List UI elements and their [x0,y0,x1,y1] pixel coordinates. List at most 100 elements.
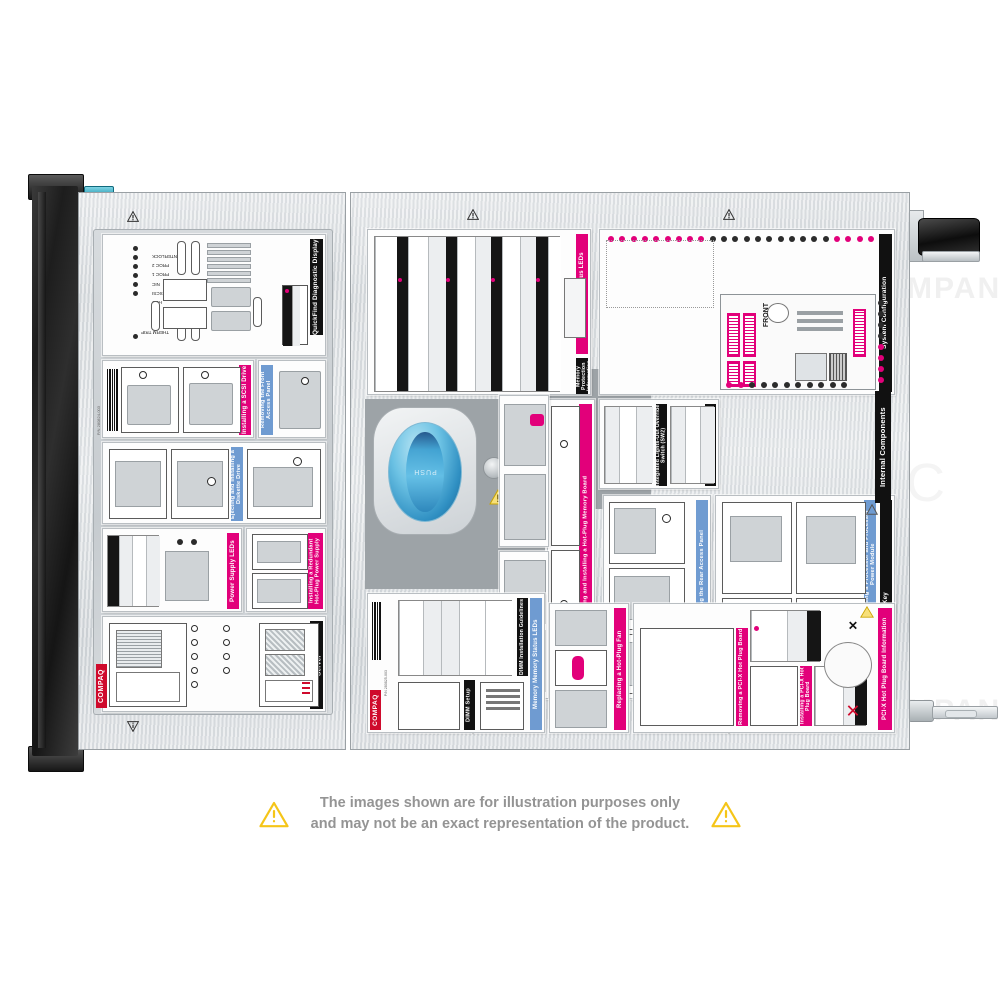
callout-marker [788,236,795,242]
callout-marker [783,382,790,388]
callout-marker [653,236,660,242]
led-dot [133,246,138,251]
callout-marker [811,236,818,242]
callout-marker [191,625,198,632]
callout-marker [191,653,198,660]
processor-icon [806,516,856,564]
status-mini-table [282,285,308,346]
sheet-memory-board-status-leds[interactable]: Memory Board Status LEDs Advanced Memory… [367,229,591,395]
callout-marker [777,236,784,242]
callout-marker [878,366,884,372]
step-marker [139,371,147,379]
disclaimer-line-1: The images shown are for illustration pu… [319,794,681,811]
illustration [750,666,798,726]
dimm-slot-icon [207,243,251,248]
callout-marker [878,377,884,383]
callout-marker [191,639,198,646]
callout-marker [223,667,230,674]
warning-triangle-icon [467,209,479,220]
processor-icon [730,516,782,562]
front-access-panel[interactable]: QuickFind Diagnostic Display HDDSCSINICP… [78,192,346,750]
disclaimer-caption: The images shown are for illustration pu… [0,786,1000,842]
heatsink-icon [829,353,847,381]
switch-table [604,406,653,484]
dimm-slot-icon [207,257,251,262]
barcode-icon [372,602,381,660]
callout-marker [619,236,626,242]
part-number: P/N 280825-003 [384,670,388,697]
dimm-setup-notes [398,682,460,730]
dimm-slot-icon [727,361,740,387]
sheet-power-supply-leds[interactable]: Power Supply LEDs [102,528,242,612]
callout-marker [743,236,750,242]
disclaimer-text: The images shown are for illustration pu… [311,793,690,835]
callout-marker [806,382,813,388]
sheet-replacing-a-hot-plug-fan[interactable]: Replacing a Hot-Plug Fan [549,603,629,733]
handle-grip [406,431,444,513]
fan-slot-icon [191,241,200,275]
illustration [551,406,580,546]
sheet-ejecting-and-installing-a-diskette-drive[interactable]: Ejecting and Installing a Diskette Drive [102,442,326,524]
callout-marker [223,653,230,660]
banner-ejecting-and-installing-a-diskette-drive: Ejecting and Installing a Diskette Drive [231,447,243,521]
sheet-removing-the-front-access-panel[interactable]: Removing the Front Access Panel [258,360,326,438]
hand-marker [572,656,584,680]
step-marker [207,477,216,486]
sheet-pci-x-hot-plug-board[interactable]: PCI-X Hot Plug Board Information Removin… [633,603,895,733]
front-label: FRONT [763,303,770,328]
callout-marker [726,382,732,388]
step-marker [560,440,568,448]
sheet-exterior-views-of-the-server[interactable]: Exterior Views of the Server [102,616,326,712]
memory-board-icon [564,278,586,338]
callout-marker [191,681,198,688]
warning-triangle-icon [860,606,874,618]
rear-access-panel[interactable]: PUSH Memory Board Status LEDs Advanced M… [350,192,910,750]
handle-oval[interactable]: PUSH [388,422,462,522]
callout-marker [630,236,637,242]
panel-release-handle[interactable]: PUSH [373,407,477,535]
chassis-icon [115,461,161,507]
callout-marker [737,382,744,388]
callout-marker [754,236,761,242]
sheet-installing-a-scsi-drive[interactable]: Installing a SCSI Drive [102,360,254,438]
sheet-memory-board-illustration-a[interactable] [499,395,549,547]
banner-pci-x-hot-plug-board-information: PCI-X Hot Plug Board Information [878,608,892,730]
callout-marker [664,236,671,242]
memory-led-table [374,236,561,392]
memory-board-icon [163,307,207,329]
illustration [640,628,734,726]
led-dot [133,273,138,278]
step-marker [293,457,302,466]
banner-integrated-lights-out-override-switch-sw2: Integrated Lights-Out Override Switch (S… [656,404,667,486]
callout-marker [709,236,716,242]
hand-marker [530,414,544,426]
step-marker [301,377,309,385]
callout-marker [675,236,682,242]
left-label-frame: QuickFind Diagnostic Display HDDSCSINICP… [93,229,333,715]
sheet-system-configuration[interactable]: System Configuration FRONT [599,229,895,395]
callout-marker [845,236,852,242]
server-rear-view-icon [259,623,319,707]
callout-marker [878,333,884,339]
callout-marker [772,382,778,388]
led-dot [133,282,138,287]
sheet-configuration-maintenance-switch[interactable]: Configuration Maintenance Switch (SW1) I… [599,399,719,489]
mounting-arm [932,706,998,719]
system-board-diagram: FRONT [720,294,876,390]
led-dot-active [491,278,495,282]
callout-marker [878,322,884,328]
sheet-installing-a-redundant-hot-plug-power-supply[interactable]: Installing a Redundant Hot-Plug Power Su… [246,528,326,612]
banner-advanced-memory-protection-information: Advanced Memory Protection Information [576,358,588,394]
led-dot-active [398,278,402,282]
server-chassis-photo: QuickFind Diagnostic Display HDDSCSINICP… [22,172,998,772]
banner-quickfind-diagnostic-display: QuickFind Diagnostic Display [310,239,323,335]
step-marker [201,371,209,379]
led-dot [133,334,138,339]
drive-bay-icon [189,383,233,425]
barcode-icon [107,369,118,431]
sheet-dimm-installation-guidelines[interactable]: Memory Memory Status LEDs DIMM Installat… [367,593,545,733]
callout-marker [641,236,648,242]
callout-marker [732,236,739,242]
chassis-left-sidewall [32,186,78,756]
sheet-quickfind-diagnostic-display[interactable]: QuickFind Diagnostic Display HDDSCSINICP… [102,234,326,356]
